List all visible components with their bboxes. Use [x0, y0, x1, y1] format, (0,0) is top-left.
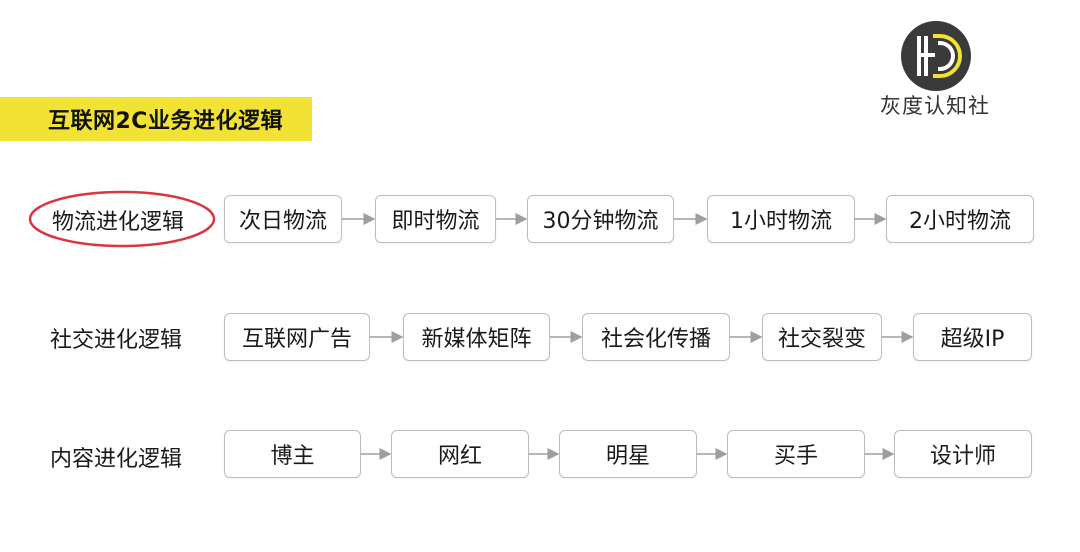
flow-step: 社交裂变 [762, 313, 882, 361]
brand-name: 灰度认知社 [880, 94, 990, 118]
flow-step: 社会化传播 [582, 313, 730, 361]
flow-step: 1小时物流 [707, 195, 855, 243]
flow-step: 明星 [559, 430, 697, 478]
flow-step: 买手 [727, 430, 865, 478]
flow-step: 网红 [391, 430, 529, 478]
red-circle-highlight [28, 190, 216, 248]
flow-step: 次日物流 [224, 195, 342, 243]
brand-logo: 灰度认知社 [870, 20, 1000, 120]
row-label-logistics: 物流进化逻辑 [52, 210, 185, 235]
hd-logo-icon [901, 21, 971, 91]
row-label-logistics-highlight: 物流进化逻辑 [28, 190, 216, 248]
flow-step: 2小时物流 [886, 195, 1034, 243]
flow-step: 30分钟物流 [527, 195, 674, 243]
flow-step: 博主 [224, 430, 361, 478]
title-banner: 互联网2C业务进化逻辑 [0, 97, 312, 141]
page-title: 互联网2C业务进化逻辑 [48, 109, 283, 134]
flow-step: 即时物流 [375, 195, 496, 243]
row-label-social: 社交进化逻辑 [50, 328, 183, 353]
flow-step: 互联网广告 [224, 313, 370, 361]
row-label-content: 内容进化逻辑 [50, 447, 183, 472]
flow-step: 超级IP [913, 313, 1032, 361]
flow-step: 设计师 [894, 430, 1032, 478]
flow-step: 新媒体矩阵 [403, 313, 550, 361]
